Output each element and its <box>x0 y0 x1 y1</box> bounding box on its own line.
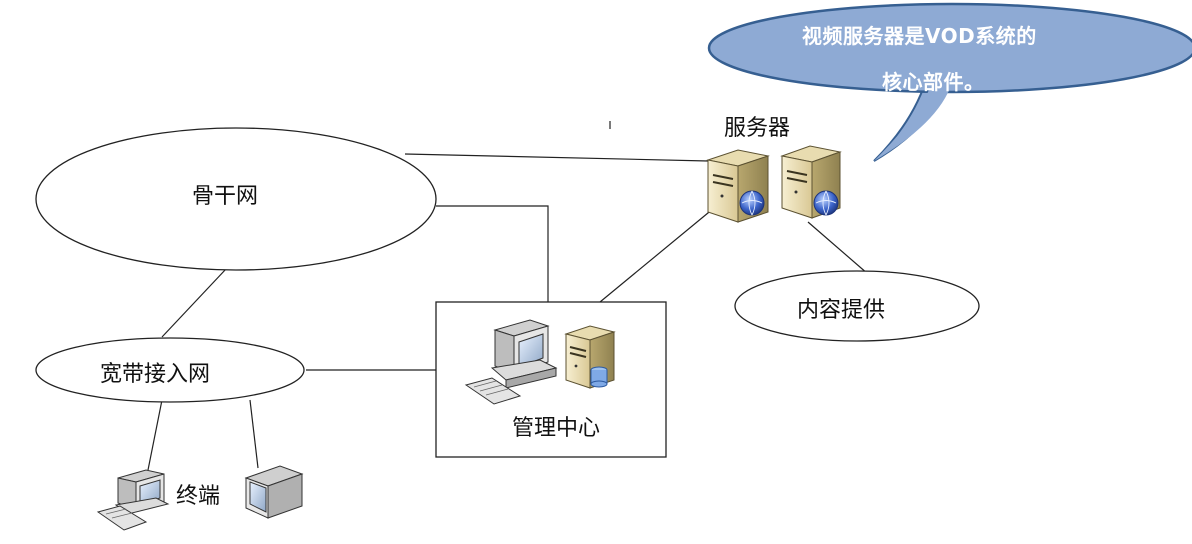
content-ellipse <box>734 270 980 342</box>
callout-bubble <box>707 2 1192 162</box>
server-2-icon <box>780 145 842 219</box>
terminal-pc-icon <box>96 469 170 531</box>
link-management-servers <box>599 207 715 303</box>
link-access-terminal-2 <box>249 399 259 469</box>
content-provider-label: 内容提供 <box>797 298 886 323</box>
access-ellipse <box>35 337 305 403</box>
servers-label: 服务器 <box>724 116 791 141</box>
management-workstation-icon <box>464 319 558 405</box>
link-backbone-access <box>161 268 227 338</box>
server-1-icon <box>706 149 770 223</box>
backbone-ellipse <box>35 127 437 271</box>
terminal-label: 终端 <box>176 484 221 509</box>
link-servers-content <box>807 221 869 275</box>
management-box <box>435 301 667 458</box>
link-backbone-management <box>436 205 549 304</box>
terminal-monitor-icon <box>244 465 304 519</box>
callout-line-2: 核心部件。 <box>882 70 985 94</box>
link-backbone-servers <box>404 153 709 162</box>
backbone-label: 骨干网 <box>192 184 259 209</box>
connection-lines <box>147 121 869 471</box>
callout-line-1: 视频服务器是VOD系统的 <box>802 24 1037 48</box>
access-network-label: 宽带接入网 <box>100 362 211 387</box>
management-database-server-icon <box>564 325 616 389</box>
management-center-label: 管理中心 <box>512 416 601 441</box>
link-access-terminal-1 <box>147 399 163 471</box>
